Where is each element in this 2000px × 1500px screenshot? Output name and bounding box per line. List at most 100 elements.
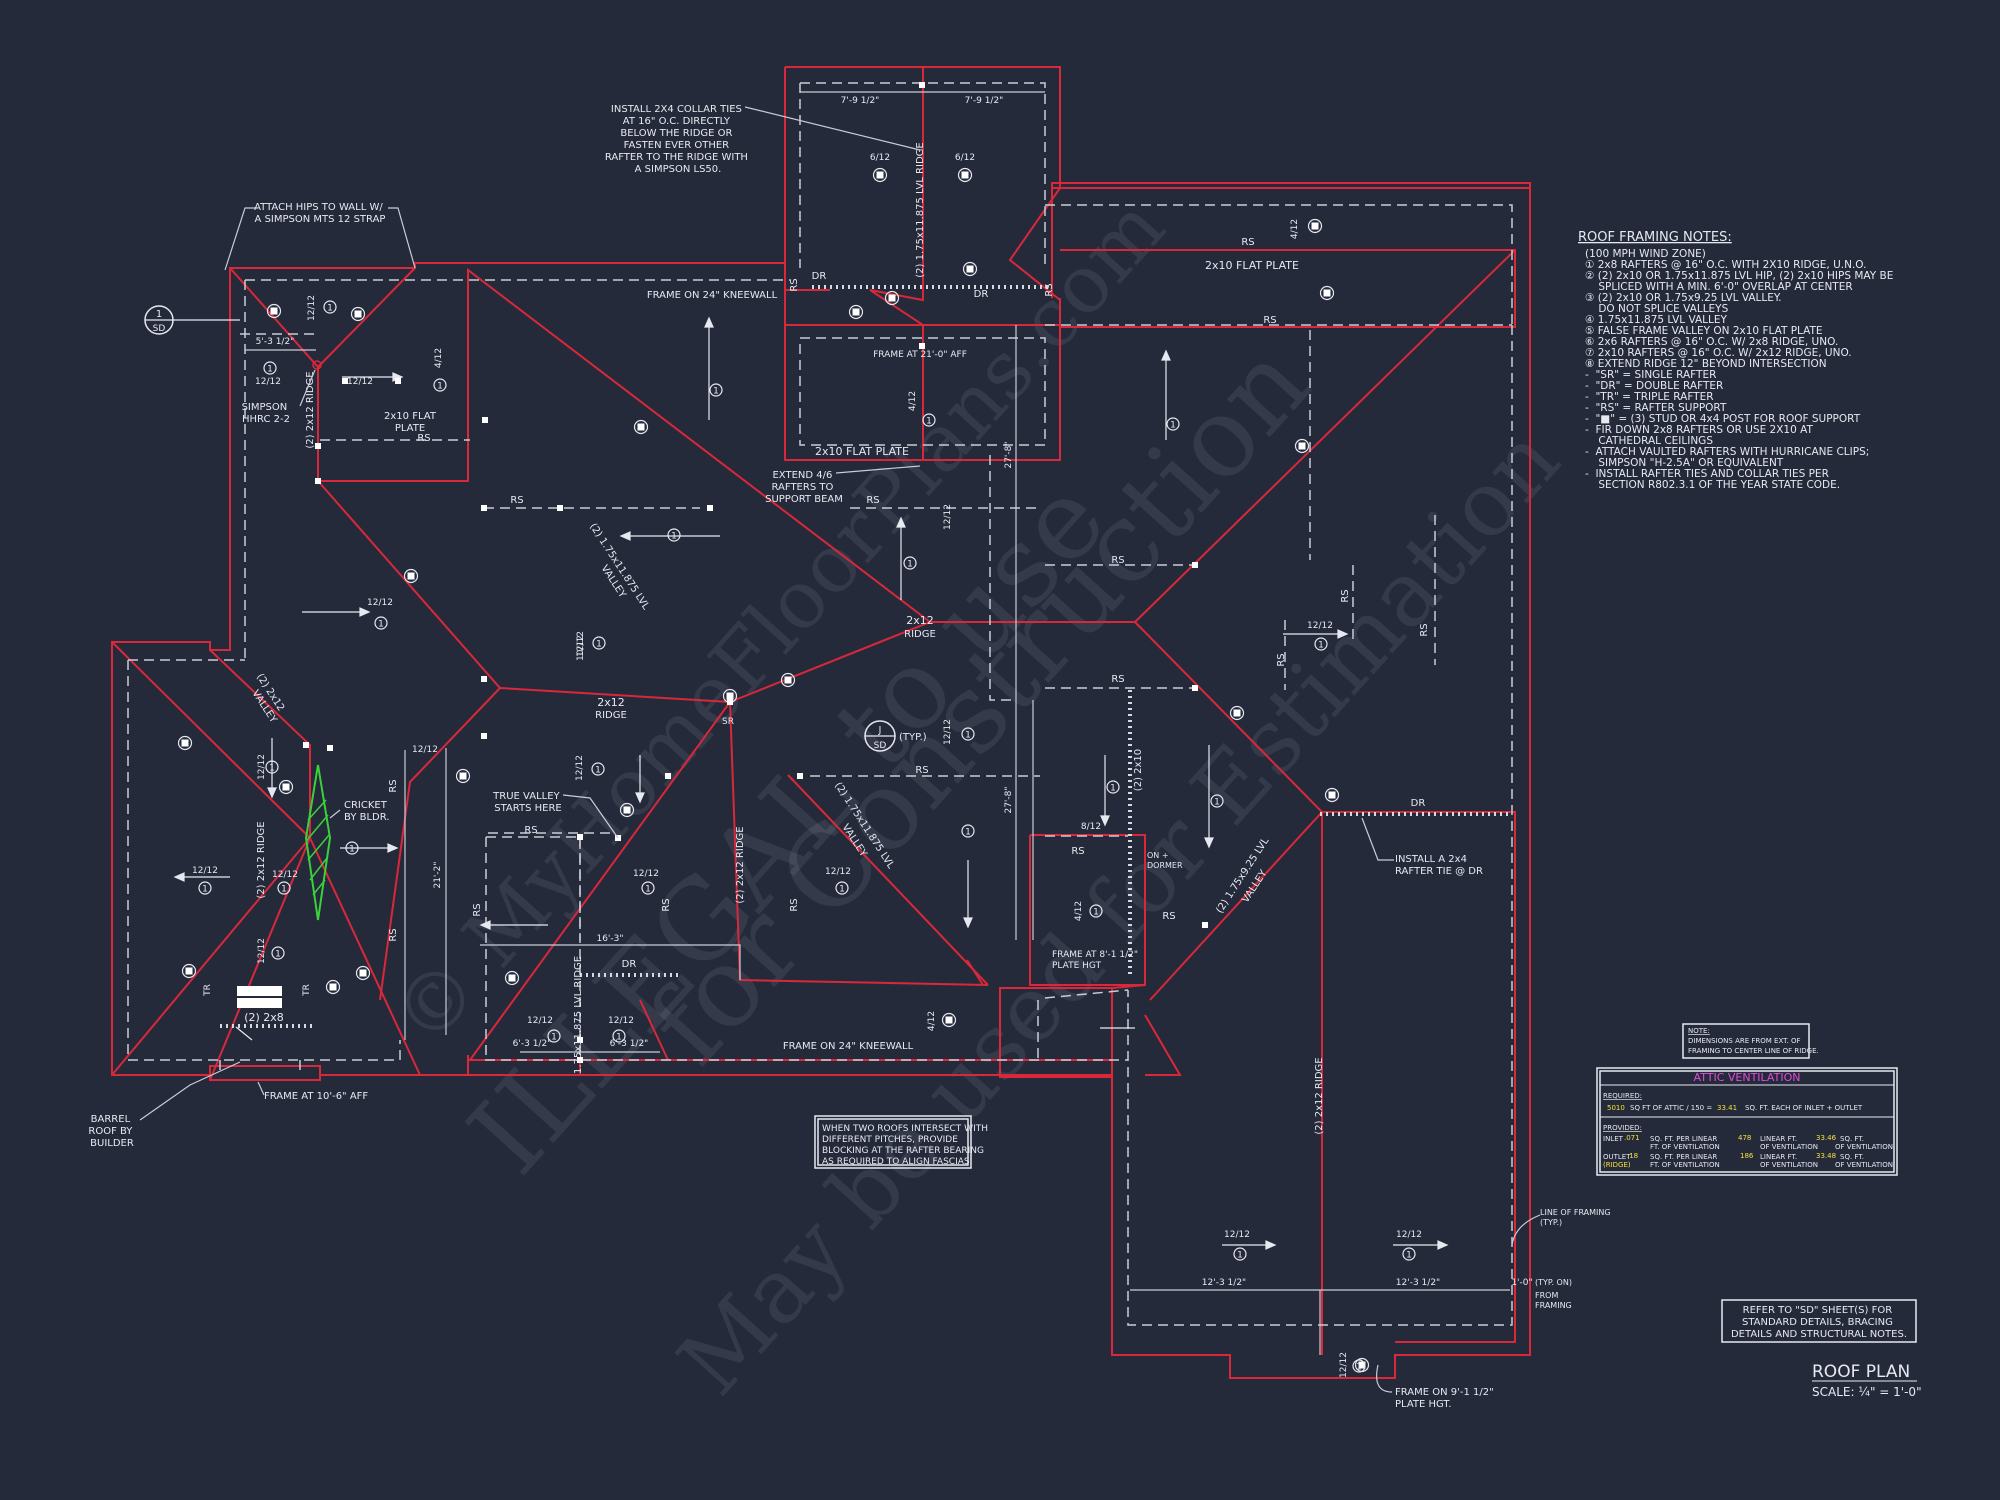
plan-label: 12/12	[272, 870, 298, 880]
plan-label: RS	[1241, 237, 1254, 248]
note-marker-number: 1	[378, 620, 384, 630]
post-square	[327, 745, 333, 751]
callout-line: ROOF BY	[88, 1126, 133, 1137]
post-square	[482, 417, 488, 423]
note-marker: 1	[277, 881, 291, 895]
note-marker: 1	[198, 881, 212, 895]
note-marker-number: 1	[671, 532, 677, 542]
notes-line: - "TR" = TRIPLE RAFTER	[1585, 391, 1714, 403]
callout-extend-rafters: EXTEND 4/6 RAFTERS TO SUPPORT BEAM	[765, 465, 921, 505]
plan-label: 6'-3 1/2"	[610, 1039, 649, 1049]
plan-label: 12/12	[1339, 1352, 1349, 1378]
note-marker: 1	[612, 1029, 626, 1043]
plan-label: (2) 2x12 RIDGE	[1314, 1057, 1325, 1134]
callout-cricket: CRICKET BY BLDR.	[329, 800, 390, 823]
plan-label: (2) 2x12 RIDGE	[735, 826, 746, 903]
plan-label: 12/12	[943, 719, 953, 745]
callout-line: SIMPSON	[242, 402, 288, 413]
post-marker	[1229, 705, 1245, 721]
notes-line: CATHEDRAL CEILINGS	[1585, 435, 1713, 447]
post-square	[481, 505, 487, 511]
section-tag-sheet: SD	[874, 741, 887, 751]
plan-label: RS	[388, 928, 399, 941]
plan-label: (2) 2x8	[244, 1011, 284, 1024]
plan-label: 12/12	[1307, 621, 1333, 631]
note-marker-number: 1	[327, 304, 333, 314]
cricket-hatch	[304, 764, 332, 921]
plan-label: RIDGE	[904, 629, 936, 640]
plan-label: RS	[789, 898, 800, 911]
plan-label: 27'-8"	[1004, 441, 1014, 468]
note-marker: 1	[1166, 417, 1180, 431]
rafter-arrows	[173, 316, 1449, 1250]
section-tag-number: J	[878, 725, 882, 736]
plan-label: 7'-9 1/2"	[841, 96, 880, 106]
plan-label: RS	[1071, 846, 1084, 857]
post-marker	[177, 735, 193, 751]
svg-text:CRICKET BY BLDR.: CRICKET BY BLDR.	[344, 800, 390, 823]
callout-line: AT 16" O.C. DIRECTLY	[623, 116, 731, 127]
plan-label: RS	[1162, 911, 1175, 922]
title-block: ROOF PLAN SCALE: ¼" = 1'-0"	[1812, 1362, 1922, 1399]
post-square	[797, 773, 803, 779]
note-marker: 1	[1314, 637, 1328, 651]
plan-label: 4/12	[434, 348, 444, 368]
ventilation-text: OF VENTILATION	[1835, 1161, 1893, 1169]
plan-label: SR	[722, 717, 734, 727]
note-marker: 1	[345, 841, 359, 855]
post-marker	[455, 768, 471, 784]
callout-line: A SIMPSON MTS 12 STRAP	[255, 214, 386, 225]
post-marker	[355, 965, 371, 981]
note-marker-number: 1	[202, 885, 208, 895]
note-marker: 1	[271, 946, 285, 960]
callout-line: PLATE HGT.	[1395, 1399, 1452, 1410]
plan-label: DR	[1411, 798, 1426, 809]
ventilation-text: FT. OF VENTILATION	[1650, 1143, 1720, 1151]
plan-label: 4/12	[908, 391, 918, 411]
note-marker: 1	[1089, 904, 1103, 918]
callout-line: LINE OF FRAMING	[1540, 1208, 1611, 1217]
callout-line: BELOW THE RIDGE OR	[620, 128, 732, 139]
note-marker: 1	[547, 1029, 561, 1043]
note-marker: 1	[903, 556, 917, 570]
post-square	[727, 699, 733, 705]
roof-framing-notes: ROOF FRAMING NOTES: (100 MPH WIND ZONE)①…	[1578, 230, 1893, 491]
post-marker	[1324, 787, 1340, 803]
plan-label: 12/12	[825, 867, 851, 877]
ventilation-title: ATTIC VENTILATION	[1694, 1071, 1801, 1084]
ventilation-text: SQ. FT.	[1840, 1153, 1864, 1161]
plan-label: RS	[866, 495, 879, 506]
svg-text:ON + DORMER: ON + DORMER	[1147, 851, 1183, 870]
post-marker	[266, 303, 282, 319]
ventilation-inlet-label: INLET	[1603, 1135, 1624, 1143]
post-marker	[619, 802, 635, 818]
note-marker: 1	[1352, 1359, 1366, 1373]
notes-line: DO NOT SPLICE VALLEYS	[1585, 303, 1729, 315]
post-square	[303, 742, 309, 748]
ventilation-outlet-ridge: (RIDGE)	[1603, 1161, 1631, 1169]
post-square	[395, 378, 401, 384]
post-square	[665, 773, 671, 779]
post-square	[1202, 922, 1208, 928]
blocking-note: WHEN TWO ROOFS INTERSECT WITH DIFFERENT …	[814, 1115, 988, 1169]
plan-label: 6/12	[870, 153, 890, 163]
svg-text:BARREL ROOF BY BUI: BARREL ROOF BY BUILDER	[88, 1114, 135, 1149]
post-marker	[962, 261, 978, 277]
plan-label: 27'-8"	[1004, 786, 1014, 813]
callout-line: INSTALL 2X4 COLLAR TIES	[611, 104, 742, 115]
section-tag-1: 1 SD	[144, 305, 240, 335]
callout-line: INSTALL A 2x4	[1395, 854, 1467, 865]
note-marker: 1	[433, 378, 447, 392]
attic-ventilation-table: ATTIC VENTILATION REQUIRED: 5010 SQ FT O…	[1596, 1067, 1898, 1176]
plan-label: 12/12	[257, 938, 267, 964]
plan-label: 16'-3"	[596, 934, 623, 944]
note-marker-number: 1	[1318, 641, 1324, 651]
note-line: REFER TO "SD" SHEET(S) FOR	[1743, 1305, 1893, 1316]
callout-collar-ties: INSTALL 2X4 COLLAR TIES AT 16" O.C. DIRE…	[605, 104, 921, 175]
post-square	[577, 1057, 583, 1063]
post-square	[557, 505, 563, 511]
plan-label: 12'-3 1/2"	[1202, 1278, 1246, 1288]
post-square	[342, 378, 348, 384]
post-marker	[350, 306, 366, 322]
plan-label: 12'-3 1/2"	[1396, 1278, 1440, 1288]
